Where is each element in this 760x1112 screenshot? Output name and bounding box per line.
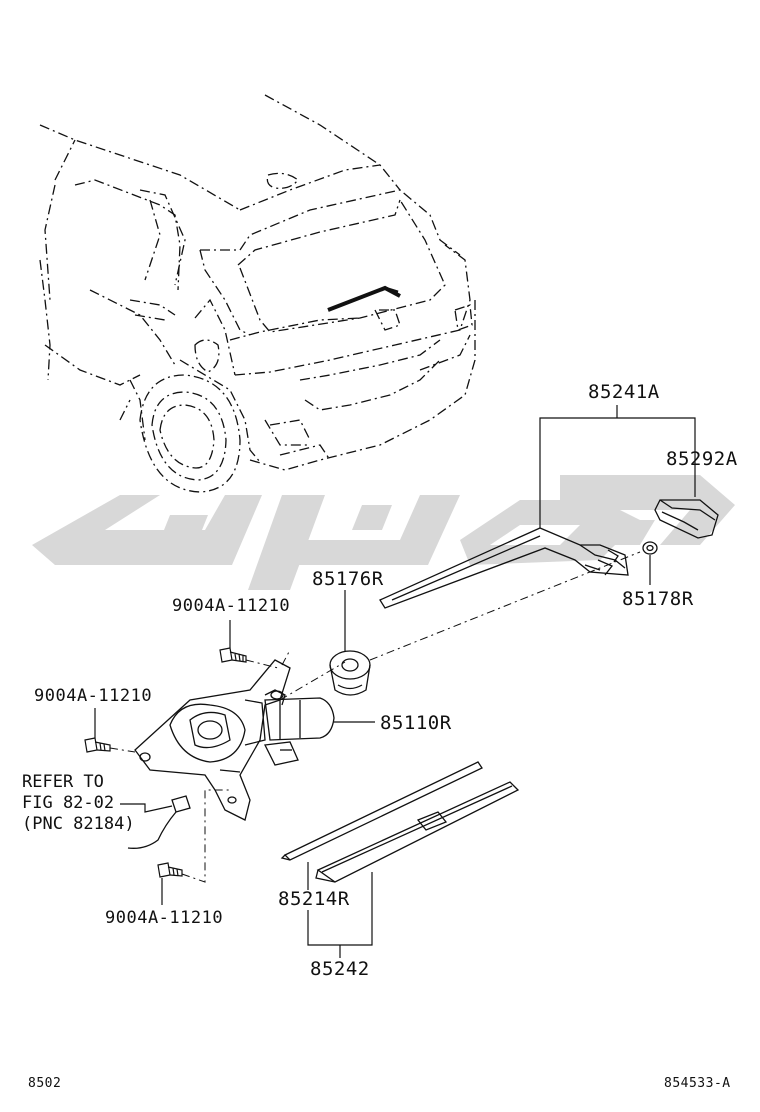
wire-harness-connector bbox=[127, 795, 191, 849]
wiper-cap-85292a bbox=[654, 499, 719, 539]
watermark-logo bbox=[32, 475, 735, 590]
part-label-9004a-bottom: 9004A-11210 bbox=[105, 908, 224, 928]
refer-note-line-2: FIG 82-02 bbox=[22, 793, 115, 813]
grommet-85176r bbox=[329, 650, 371, 696]
wiper-arm-85241a bbox=[379, 527, 629, 609]
part-label-85242: 85242 bbox=[310, 958, 370, 980]
refer-note: REFER TO FIG 82-02 (PNC 82184) bbox=[22, 772, 135, 835]
bolt-top bbox=[219, 647, 247, 663]
vehicle-outline bbox=[39, 94, 476, 493]
part-label-85292a: 85292A bbox=[666, 448, 738, 470]
part-label-85176r: 85176R bbox=[312, 568, 384, 590]
blade-holder-85242 bbox=[315, 781, 520, 883]
footer-drawing-id: 854533-A bbox=[664, 1076, 731, 1091]
bolt-left bbox=[84, 737, 111, 753]
refer-note-line-1: REFER TO bbox=[22, 772, 104, 792]
assembly-guide-lines bbox=[109, 551, 641, 883]
part-label-85241a: 85241A bbox=[588, 381, 660, 403]
nut-85178r bbox=[642, 541, 658, 555]
part-label-85110r: 85110R bbox=[380, 712, 452, 734]
wiper-motor-85110r bbox=[134, 659, 335, 821]
wiper-blade-85214r bbox=[280, 761, 483, 861]
refer-note-line-3: (PNC 82184) bbox=[22, 814, 135, 834]
part-label-9004a-left: 9004A-11210 bbox=[34, 686, 153, 706]
bolt-bottom bbox=[157, 862, 183, 878]
part-label-9004a-top: 9004A-11210 bbox=[172, 596, 291, 616]
part-label-85214r: 85214R bbox=[278, 888, 350, 910]
leader-lines bbox=[94, 405, 696, 958]
footer-page-code: 8502 bbox=[28, 1076, 62, 1091]
part-label-85178r: 85178R bbox=[622, 588, 694, 610]
